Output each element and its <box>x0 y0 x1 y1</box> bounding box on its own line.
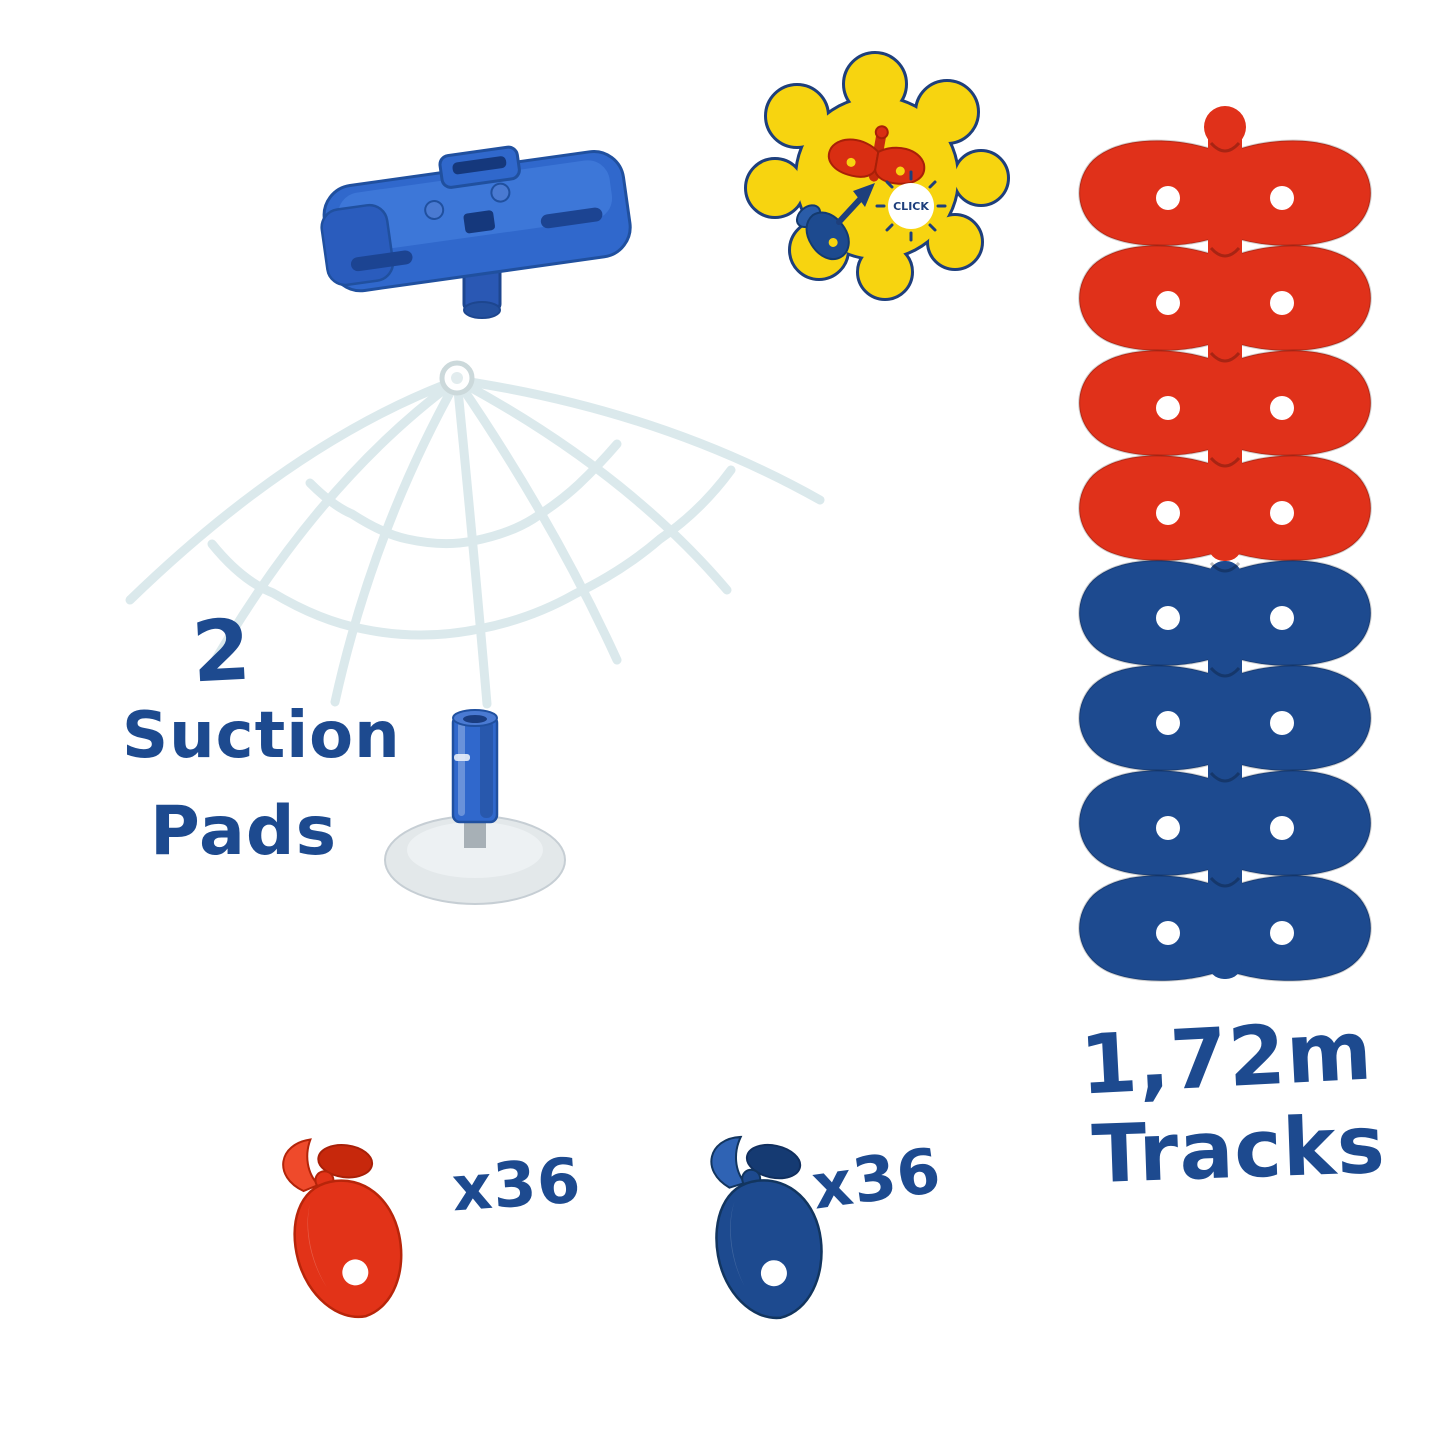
platform-slot-left <box>350 250 413 272</box>
blue-track-piece <box>710 1135 823 1320</box>
red-piece-count-label: x36 <box>449 1143 584 1226</box>
web-hub <box>439 360 475 396</box>
platform-center-hole <box>463 210 495 234</box>
blue-clip-flap <box>710 1135 747 1189</box>
suction-post <box>451 709 499 824</box>
click-assembly-instruction: CLICK <box>744 51 1010 301</box>
blue-paddle <box>715 1179 823 1320</box>
red-track-piece <box>282 1138 403 1319</box>
platform-slot-right <box>540 207 603 229</box>
red-clip-flap <box>282 1138 321 1193</box>
track-spine-red <box>1208 109 1242 561</box>
track-word-label: Tracks <box>1090 1097 1387 1202</box>
suction-pads-count: 2 <box>189 600 254 702</box>
spine-ridges <box>1209 141 1241 888</box>
suction-pads-word2: Pads <box>150 792 338 871</box>
click-badge: CLICK <box>875 170 947 242</box>
red-clip-lobe <box>317 1143 374 1179</box>
red-paddle <box>293 1179 403 1319</box>
suction-stem <box>464 818 486 848</box>
assembly-arrow-icon <box>836 183 875 225</box>
track-length-label: 1,72m <box>1077 1003 1376 1114</box>
red-paddle-hole <box>342 1259 369 1286</box>
suction-pad <box>384 709 566 905</box>
track-spine-blue <box>1208 561 1242 979</box>
base-platform <box>320 145 632 319</box>
click-rays-icon <box>875 170 947 242</box>
platform-body <box>320 145 632 293</box>
blue-paddle-hole <box>760 1260 787 1287</box>
suction-pads-word1: Suction <box>122 699 401 773</box>
blue-piece-count-label: x36 <box>807 1133 946 1224</box>
suction-cup-top <box>407 822 543 878</box>
blue-clip-lobe <box>745 1143 802 1180</box>
spider-web <box>125 360 825 709</box>
platform-lip <box>320 203 395 287</box>
click-text: CLICK <box>893 200 929 213</box>
track-stack <box>1058 106 1392 1000</box>
web-strands <box>125 375 825 709</box>
